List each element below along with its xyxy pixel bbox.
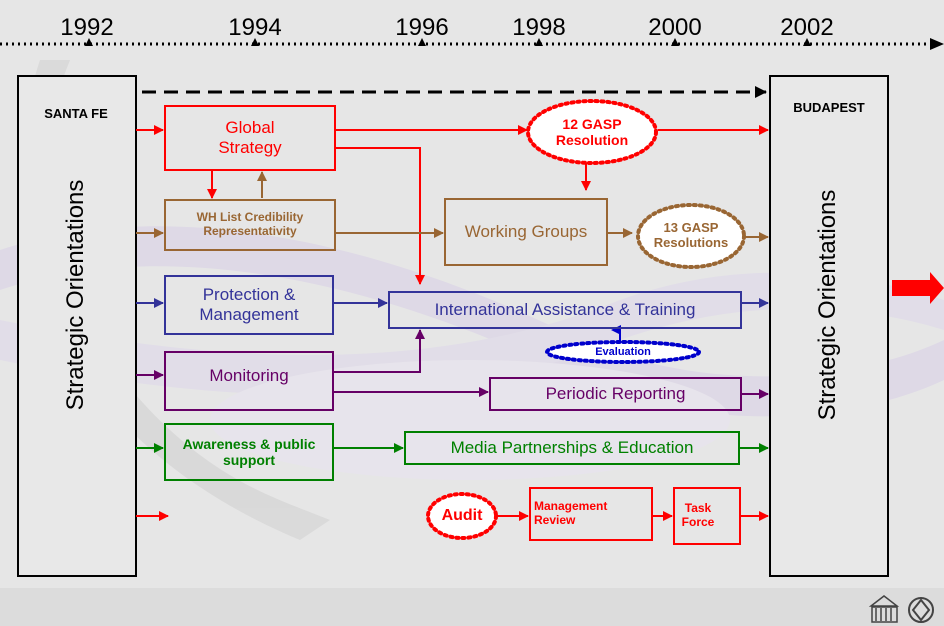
budapest-title: BUDAPEST [793, 99, 865, 115]
media-label: Media Partnerships & Education [450, 438, 694, 458]
wh-list-label: WH List Credibility Representativity [196, 210, 304, 238]
audit-oval [426, 492, 498, 540]
year-label-1994: 1994 [228, 14, 282, 41]
audit-label: Audit [441, 506, 483, 524]
gasp12-label: 12 GASP Resolution [555, 115, 629, 148]
left-strategic-orientations: Strategic Orientations [62, 179, 89, 411]
exit-arrow-icon [892, 272, 944, 304]
evaluation-label: Evaluation [595, 345, 651, 358]
task-force-box [673, 487, 741, 545]
media-box [404, 431, 740, 465]
task-force-label: Task Force [681, 501, 715, 529]
evaluation-oval [545, 340, 701, 364]
international-assistance-box [388, 291, 742, 329]
right-panel-box [769, 75, 889, 577]
global-strategy-box [164, 105, 336, 171]
gasp13-label: 13 GASP Resolutions [653, 220, 729, 250]
unesco-logo-icon [868, 595, 900, 623]
protection-box [164, 275, 334, 335]
periodic-reporting-box [489, 377, 742, 411]
year-label-1998: 1998 [512, 14, 566, 41]
management-review-label: Management Review [534, 499, 608, 527]
management-review-box [529, 487, 653, 541]
year-label-2000: 2000 [648, 14, 702, 41]
timeline-arrowhead [930, 38, 944, 50]
left-panel-box [17, 75, 137, 577]
working-groups-label: Working Groups [464, 222, 588, 242]
periodic-reporting-label: Periodic Reporting [545, 384, 686, 404]
protection-label: Protection & Management [199, 285, 299, 324]
year-label-2002: 2002 [780, 14, 834, 41]
gasp13-oval [636, 203, 746, 269]
right-strategic-orientations: Strategic Orientations [814, 189, 841, 421]
monitoring-box [164, 351, 334, 411]
gasp12-oval [526, 99, 658, 165]
world-heritage-emblem-icon [908, 597, 934, 623]
year-label-1996: 1996 [395, 14, 449, 41]
global-strategy-label: Global Strategy [218, 118, 282, 157]
monitoring-label: Monitoring [209, 366, 289, 386]
footer-band [0, 588, 944, 626]
awareness-box [164, 423, 334, 481]
wh-list-box [164, 199, 336, 251]
working-groups-box [444, 198, 608, 266]
santa-fe-title: SANTA FE [44, 105, 108, 121]
awareness-label: Awareness & public support [182, 435, 316, 468]
year-label-1992: 1992 [60, 14, 114, 41]
timeline-ticks [85, 38, 811, 46]
international-assistance-label: International Assistance & Training [434, 300, 696, 320]
